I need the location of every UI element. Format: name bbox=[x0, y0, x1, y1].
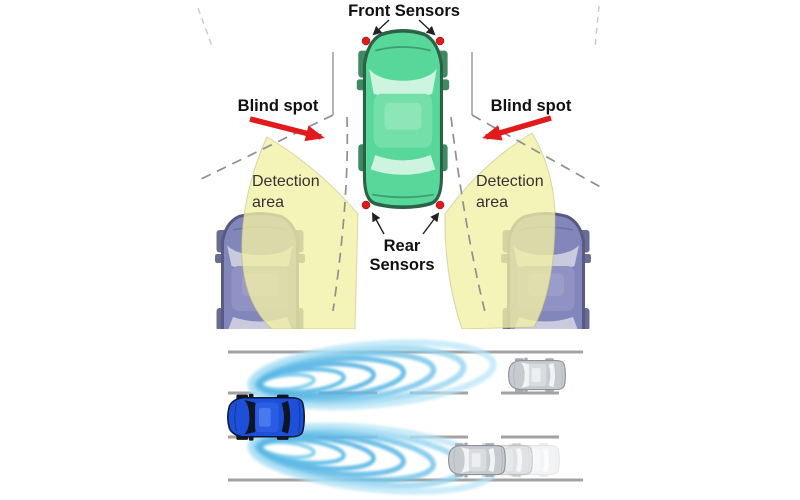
rear-sensors-label-line1: Rear bbox=[384, 237, 421, 255]
detection-area-label-left-line2: area bbox=[252, 194, 284, 211]
blind-spot-boundary-dashed-right bbox=[450, 116, 486, 313]
target-car-approaching-right-lane bbox=[448, 442, 506, 478]
bottom-scene bbox=[227, 339, 583, 495]
front-sensor-arrow-right bbox=[418, 19, 436, 36]
front-sensors-label: Front Sensors bbox=[348, 2, 460, 20]
rear-sensor-arrow-left bbox=[372, 212, 385, 235]
rear-sensor-dot-left bbox=[361, 200, 371, 210]
top-diagram: Front Sensors Blind spot Blind spot Dete… bbox=[196, 2, 605, 329]
rear-sensor-arrow-right bbox=[422, 212, 440, 235]
front-sensor-arrow-left bbox=[372, 19, 390, 36]
corner-dash-left bbox=[197, 7, 214, 50]
rear-sensor-dot-right bbox=[435, 200, 445, 210]
blind-spot-boundary-dashed-left bbox=[332, 116, 349, 312]
radar-waves-upper bbox=[246, 339, 497, 411]
detection-area-label-left-line1: Detection bbox=[252, 173, 320, 190]
blind-spot-arrow-right bbox=[482, 115, 552, 141]
front-sensor-dot-left bbox=[361, 36, 371, 46]
detection-area-right bbox=[444, 132, 556, 329]
detection-area-left bbox=[241, 136, 359, 329]
front-sensor-dot-right bbox=[435, 36, 445, 46]
blind-spot-label-right: Blind spot bbox=[491, 97, 572, 115]
host-car-blue bbox=[227, 393, 305, 441]
target-car-left-lane bbox=[508, 357, 566, 393]
rear-sensors-label-line2: Sensors bbox=[369, 256, 434, 274]
corner-dash-right bbox=[594, 5, 600, 48]
detection-area-label-right-line2: area bbox=[476, 194, 508, 211]
host-car-top-view bbox=[356, 30, 450, 208]
detection-area-label-right-line1: Detection bbox=[476, 173, 544, 190]
blind-spot-arrow-left bbox=[249, 116, 325, 142]
blind-spot-label-left: Blind spot bbox=[238, 97, 319, 115]
